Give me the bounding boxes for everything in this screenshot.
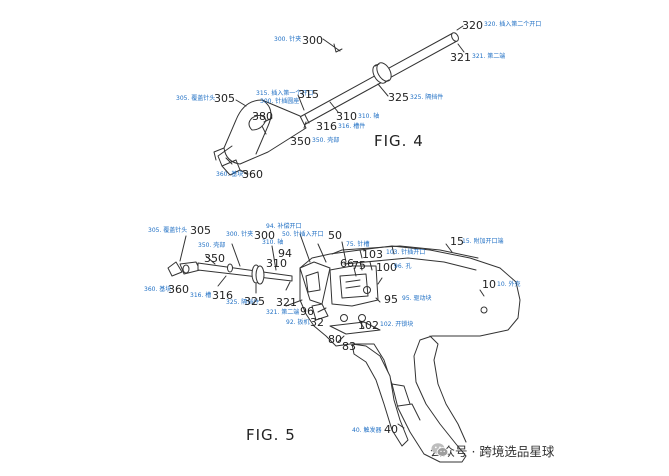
fig4-label-321: 321. 第二端 <box>472 53 506 60</box>
fig4-label-325: 325. 隔挡件 <box>410 94 444 101</box>
fig5-number-80: 80 <box>328 333 342 346</box>
fig5-label-102: 102. 开锁块 <box>380 321 414 328</box>
fig5-label-350: 350. 壳部 <box>198 242 226 249</box>
fig4-number-321: 321 <box>450 51 471 64</box>
fig4-label-350: 350. 壳部 <box>312 137 340 144</box>
fig4-number-325: 325 <box>388 91 409 104</box>
fig5-number-15: 15 <box>450 235 464 248</box>
fig5-label-316: 316. 槽 <box>190 292 212 299</box>
fig4-needle-clip <box>213 25 465 176</box>
fig5-label-50: 50. 针插入开口 <box>282 231 324 238</box>
fig5-number-40: 40 <box>384 423 398 436</box>
fig5-label-95: 95. 驱动块 <box>402 295 432 302</box>
fig5-number-100: 100 <box>376 261 397 274</box>
fig5-label-92: 92. 扳机 <box>286 319 310 326</box>
fig4-number-305: 305 <box>214 92 235 105</box>
fig5-label-103: 103. 针插开口 <box>386 249 426 256</box>
fig5-title: FIG. 5 <box>246 426 296 444</box>
fig4-number-315: 315 <box>298 88 319 101</box>
fig5-number-360: 360 <box>168 283 189 296</box>
fig4-number-360: 360 <box>242 168 263 181</box>
fig4-label-320: 320. 插入第二个开口 <box>484 21 542 28</box>
fig4-number-310: 310 <box>336 110 357 123</box>
fig5-label-100: 96. 孔 <box>394 263 412 270</box>
fig5-label-75: 75. 针槽 <box>346 241 370 248</box>
fig5-number-305: 305 <box>190 224 211 237</box>
fig5-label-94: 94. 补偿开口 <box>266 223 302 230</box>
watermark-text: 公众号 · 跨境选品星球 <box>430 443 555 459</box>
fig5-number-32: 32 <box>310 316 324 329</box>
fig5-label-310: 310. 轴 <box>262 239 284 246</box>
fig5-number-75: 75 <box>352 259 366 272</box>
watermark: 公众号 · 跨境选品星球 <box>430 440 554 460</box>
fig5-number-50: 50 <box>328 229 342 242</box>
fig4-label-360: 360. 基块 <box>216 171 244 178</box>
fig5-number-66: 66 <box>340 257 354 270</box>
fig5-label-10: 10. 外壳 <box>497 281 521 288</box>
fig4-label-305: 305. 覆盖针头 <box>176 95 216 102</box>
fig4-label-300-2: 300. 针插圆座 <box>260 98 300 105</box>
fig5-label-40: 40. 触发器 <box>352 427 382 434</box>
fig4-label-315: 315. 插入第一个开口 <box>256 90 314 97</box>
fig4-title: FIG. 4 <box>374 132 424 150</box>
fig5-number-310: 310 <box>266 257 287 270</box>
fig4-label-310: 310. 轴 <box>358 113 380 120</box>
fig5-number-102: 102 <box>358 319 379 332</box>
fig5-exploded-clip <box>167 235 293 294</box>
fig5-number-350: 350 <box>204 252 225 265</box>
fig5-label-321: 321. 第二端 <box>266 309 300 316</box>
fig4-number-300: 300 <box>302 34 323 47</box>
fig5-number-96: 96 <box>300 305 314 318</box>
fig5-tagging-gun <box>285 233 521 463</box>
fig5-number-10: 10 <box>482 278 496 291</box>
fig4-number-316: 316 <box>316 120 337 133</box>
fig5-number-321: 321 <box>276 296 297 309</box>
fig5-label-300: 300. 针夹 <box>226 231 254 238</box>
fig5-number-325: 325 <box>244 295 265 308</box>
fig5-number-94: 94 <box>278 247 292 260</box>
fig4-number-320: 320 <box>462 19 483 32</box>
fig4-number-380: 380 <box>252 110 273 123</box>
fig5-label-305: 305. 覆盖针头 <box>148 227 188 234</box>
fig5-number-95: 95 <box>384 293 398 306</box>
fig5-number-300: 300 <box>254 229 275 242</box>
fig5-label-360: 360. 基块 <box>144 286 172 293</box>
fig5-number-316: 316 <box>212 289 233 302</box>
fig4-label-300: 300. 针夹 <box>274 36 302 43</box>
fig4-label-316: 316. 槽件 <box>338 123 366 130</box>
wechat-logo-icon <box>431 443 449 457</box>
fig5-number-83: 83 <box>342 340 356 353</box>
fig5-label-15: 15. 附加开口端 <box>462 238 504 245</box>
fig5-label-325: 325. 隔挡件 <box>226 299 260 306</box>
fig5-number-103: 103 <box>362 248 383 261</box>
fig4-number-350: 350 <box>290 135 311 148</box>
